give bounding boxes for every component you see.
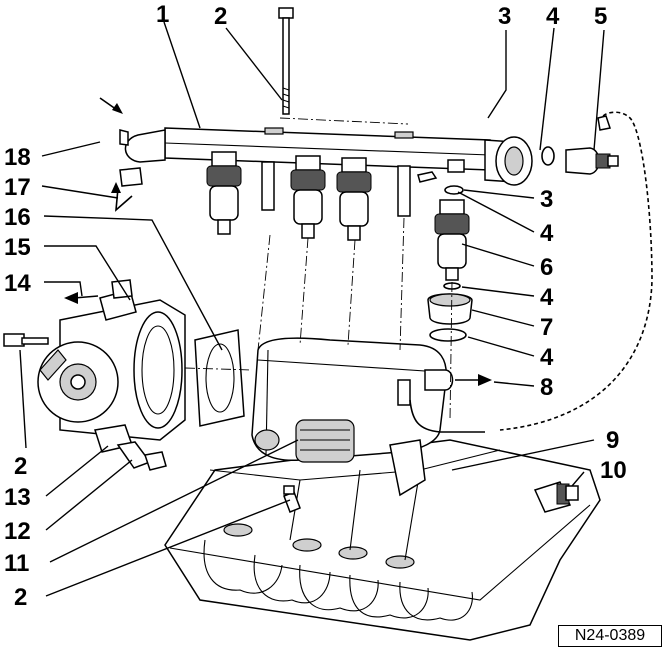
fuel-pressure-regulator xyxy=(499,111,653,431)
callout-17: 17 xyxy=(4,174,31,201)
callout-11: 11 xyxy=(4,550,29,577)
callout-6: 6 xyxy=(540,254,553,281)
callout-2: 2 xyxy=(14,584,27,611)
throttle-body-gasket xyxy=(194,329,245,427)
callout-1: 1 xyxy=(156,1,169,28)
manifold-stud xyxy=(283,485,301,513)
injector-2 xyxy=(290,155,326,239)
intake-manifold-upper xyxy=(251,337,485,497)
throttle-body xyxy=(3,279,186,471)
callout-labels: 1 2 3 4 5 18 17 16 15 14 3 4 6 4 7 4 8 9… xyxy=(4,1,627,611)
seals-and-rings xyxy=(417,146,555,342)
mounting-bolt-top xyxy=(278,7,294,115)
alignment-center-lines xyxy=(184,117,453,421)
callout-7: 7 xyxy=(540,314,553,341)
callout-14: 14 xyxy=(4,270,31,297)
callout-18: 18 xyxy=(4,144,31,171)
injector-1 xyxy=(206,151,242,235)
callout-9: 9 xyxy=(606,427,619,454)
callout-2: 2 xyxy=(214,3,227,30)
arrow-icon xyxy=(111,182,121,193)
callout-5: 5 xyxy=(594,3,607,30)
callout-2: 2 xyxy=(14,453,27,480)
reference-code-label: N24-0389 xyxy=(558,625,662,647)
arrow-icon xyxy=(112,103,123,114)
callout-4: 4 xyxy=(546,3,560,30)
callout-13: 13 xyxy=(4,484,31,511)
callout-10: 10 xyxy=(600,457,627,484)
arrow-icon xyxy=(478,374,492,386)
fuel-rail xyxy=(119,127,533,217)
callout-16: 16 xyxy=(4,204,31,231)
callout-12: 12 xyxy=(4,518,31,545)
intake-manifold-lower xyxy=(164,439,601,641)
injector-cup xyxy=(447,159,465,173)
injector-3 xyxy=(336,157,372,241)
callout-4: 4 xyxy=(540,284,554,311)
callout-4: 4 xyxy=(540,220,554,247)
fuel-injectors xyxy=(206,151,470,281)
callout-4: 4 xyxy=(540,344,554,371)
leader-lines xyxy=(19,21,605,597)
callout-3: 3 xyxy=(498,3,511,30)
callout-8: 8 xyxy=(540,374,553,401)
injector-4 xyxy=(434,199,470,281)
callout-15: 15 xyxy=(4,234,31,261)
temperature-sensor xyxy=(533,481,579,513)
arrow-icon xyxy=(64,292,78,304)
flow-arrows xyxy=(64,97,492,386)
callout-3: 3 xyxy=(540,186,553,213)
